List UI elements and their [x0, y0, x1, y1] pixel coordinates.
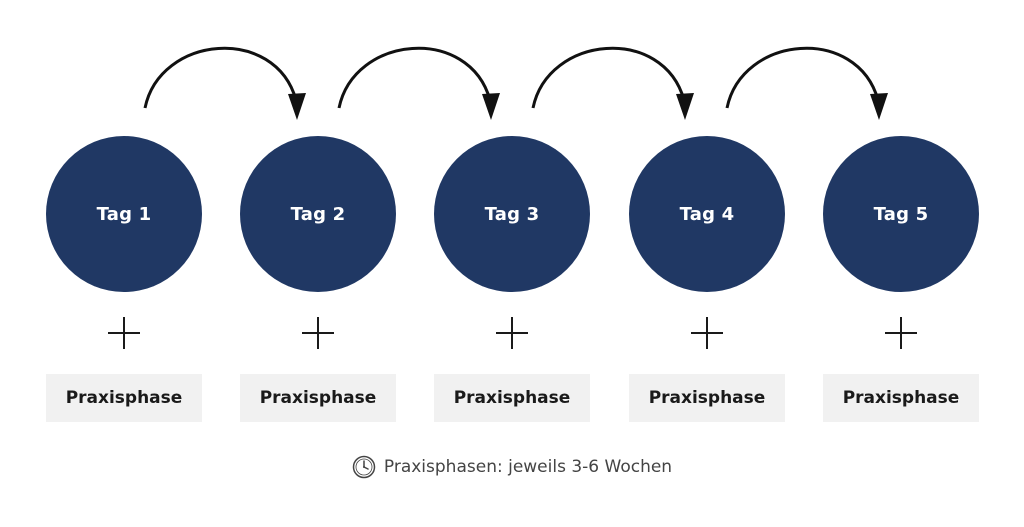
day-label-5: Tag 5: [873, 203, 929, 225]
arrow-3-to-4: [531, 46, 694, 120]
phase-box-3: Praxisphase: [434, 374, 590, 422]
day-column-2: Tag 2 Praxisphase: [240, 136, 396, 426]
day-label-2: Tag 2: [290, 203, 346, 225]
day-label-1: Tag 1: [96, 203, 152, 225]
day-column-1: Tag 1 Praxisphase: [46, 136, 202, 426]
phase-box-5: Praxisphase: [823, 374, 979, 422]
phase-label-2: Praxisphase: [259, 388, 377, 408]
plus-icon: [302, 317, 334, 349]
phase-label-4: Praxisphase: [648, 388, 766, 408]
day-circle-5: Tag 5: [823, 136, 979, 292]
plus-icon: [691, 317, 723, 349]
arrow-2-to-3: [337, 46, 500, 120]
day-label-4: Tag 4: [679, 203, 735, 225]
day-circle-2: Tag 2: [240, 136, 396, 292]
day-circle-1: Tag 1: [46, 136, 202, 292]
plus-icon: [885, 317, 917, 349]
clock-icon: [352, 455, 376, 479]
phase-label-1: Praxisphase: [65, 388, 183, 408]
day-column-3: Tag 3 Praxisphase: [434, 136, 590, 426]
phase-box-1: Praxisphase: [46, 374, 202, 422]
day-label-3: Tag 3: [484, 203, 540, 225]
day-column-4: Tag 4 Praxisphase: [629, 136, 785, 426]
phase-box-4: Praxisphase: [629, 374, 785, 422]
phase-label-3: Praxisphase: [453, 388, 571, 408]
plus-icon: [496, 317, 528, 349]
phase-label-5: Praxisphase: [842, 388, 960, 408]
arrow-4-to-5: [725, 46, 888, 120]
day-column-5: Tag 5 Praxisphase: [823, 136, 979, 426]
phase-box-2: Praxisphase: [240, 374, 396, 422]
day-circle-3: Tag 3: [434, 136, 590, 292]
plus-icon: [108, 317, 140, 349]
footer-text: Praxisphasen: jeweils 3-6 Wochen: [383, 457, 673, 477]
footer-note: Praxisphasen: jeweils 3-6 Wochen: [0, 454, 1024, 480]
day-circle-4: Tag 4: [629, 136, 785, 292]
arrow-1-to-2: [143, 46, 306, 120]
